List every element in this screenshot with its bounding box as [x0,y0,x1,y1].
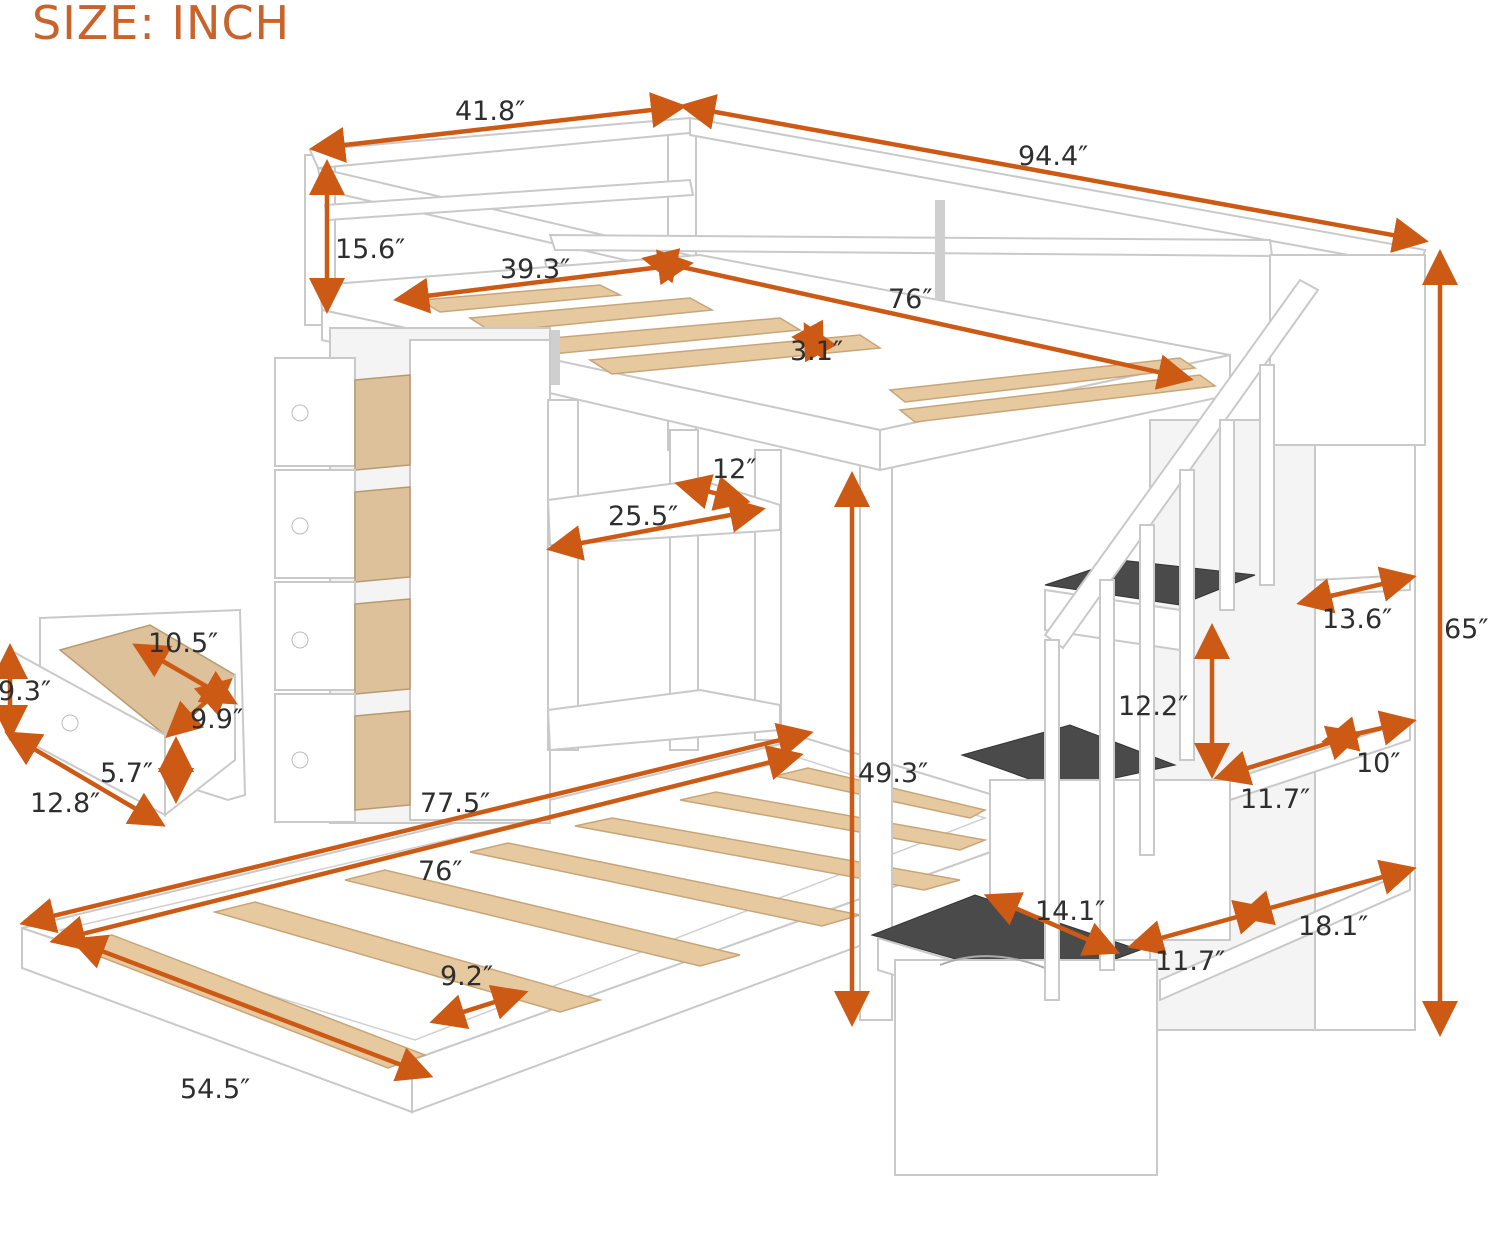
arrow-bottom-shelf [1236,859,1417,926]
label-top-depth: 41.8″ [455,96,525,127]
arrow-lower-inner-length [49,745,804,951]
stair-tread-middle [960,724,1177,791]
stair-balusters [1044,364,1275,1001]
label-lower-outer-length: 77.5″ [420,788,490,819]
label-lower-width: 54.5″ [180,1074,250,1105]
label-shelf-depth: 12″ [712,454,756,485]
drawer-detail-knob [61,714,79,732]
stair-top-rail-panel [1269,254,1426,446]
drawer-4 [274,693,411,823]
label-bottom-step-depth: 14.1″ [1035,896,1105,927]
arrow-slat-gap-top [791,319,837,363]
arrow-lower-width [69,934,434,1082]
label-drawer-length: 12.8″ [30,788,100,819]
stair-box-handle [939,955,1051,971]
stair-bottom-box [894,959,1158,1176]
label-shelf-width: 25.5″ [608,501,678,532]
label-bottom-shelf: 18.1″ [1298,911,1368,942]
label-guardrail-height: 15.6″ [335,234,405,265]
shelf-post-right [754,449,782,741]
label-bottom-step-width: 11.7″ [1155,946,1225,977]
arrow-shelf-width [546,497,766,561]
label-overall-height: 65″ [1444,614,1488,645]
label-side-shelf: 10″ [1356,748,1400,779]
label-drawer-inner-depth: 5.7″ [100,758,153,789]
label-overall-length: 94.4″ [1018,141,1088,172]
size-unit-title: SIZE: INCH [32,0,291,50]
label-drawer-inner-width: 9.9″ [190,704,243,735]
dimension-arrows [0,92,1458,1082]
arrow-top-depth [309,92,687,163]
arrow-upper-inner-width [393,249,694,314]
tower-front-panel [409,339,551,821]
drawer-3 [274,581,411,695]
bottom-shelf-board [546,688,781,752]
label-step-tread: 11.7″ [1240,784,1310,815]
arrow-overall-length [679,94,1429,253]
label-lower-inner-length: 76″ [418,856,462,887]
label-lower-slat-gap: 9.2″ [440,961,493,992]
arrow-bottom-step-depth [983,892,1121,956]
label-upper-inner-length: 76″ [888,284,932,315]
label-under-clearance: 49.3″ [858,758,928,789]
label-upper-inner-width: 39.3″ [500,254,570,285]
shelf-post-left [547,399,579,751]
label-drawer-inner-length: 10.5″ [148,628,218,659]
label-slat-gap-top: 3.1″ [790,336,843,367]
arrow-stair-shelf-top [1296,566,1417,614]
label-stair-shelf-top: 13.6″ [1322,604,1392,635]
arrow-upper-inner-length [641,248,1194,390]
arrow-lower-slat-gap [429,985,529,1029]
drawer-2 [274,469,411,583]
label-drawer-height: 9.3″ [0,676,51,707]
drawer-1 [274,357,411,471]
label-step-rise: 12.2″ [1118,691,1188,722]
arrow-side-shelf [1321,710,1417,752]
dimension-labels: 41.8″ 94.4″ 15.6″ 39.3″ 76″ 3.1″ 12″ 25.… [0,96,1488,1105]
